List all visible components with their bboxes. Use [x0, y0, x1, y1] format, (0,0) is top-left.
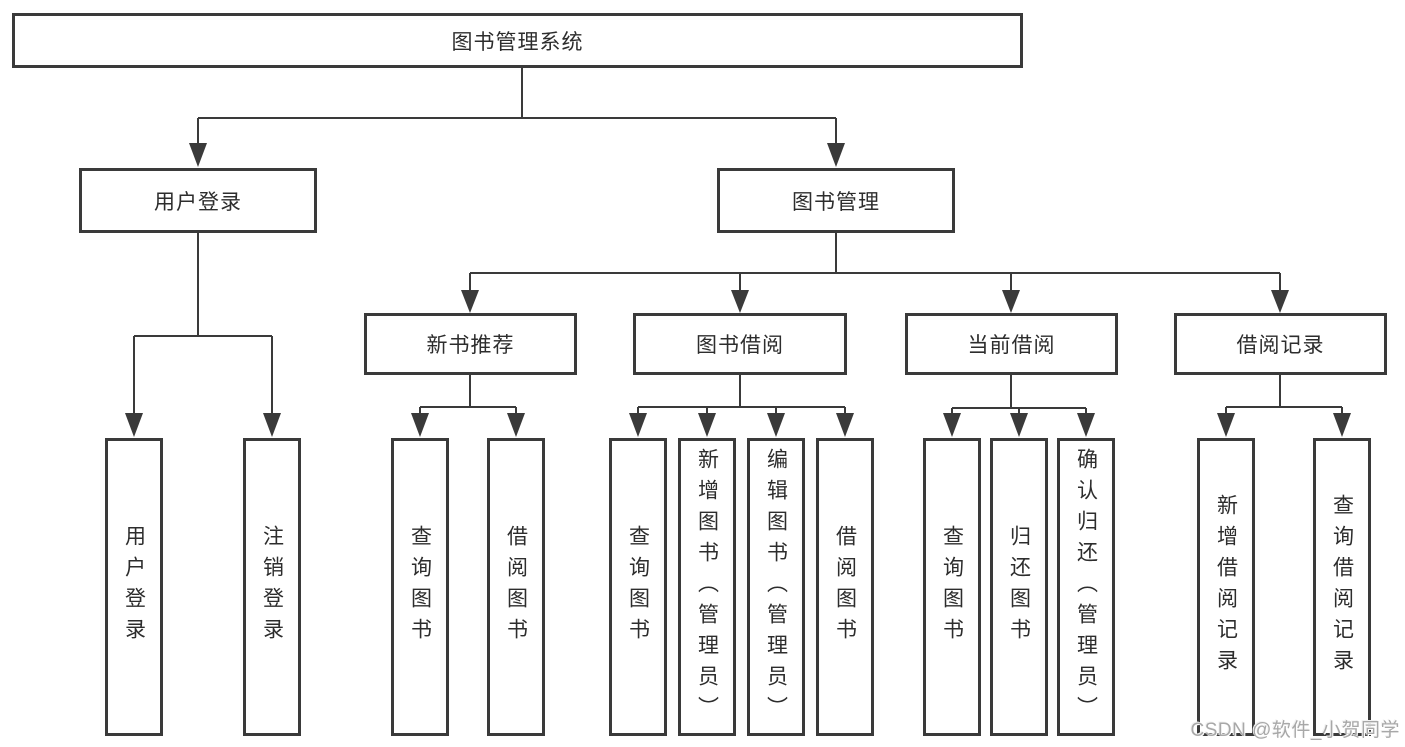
node-label: 确认归还（管理员） [1074, 447, 1098, 727]
arrowhead [767, 413, 785, 437]
arrowheads [125, 143, 1351, 437]
arrowhead [507, 413, 525, 437]
arrowhead [1002, 290, 1020, 313]
node-label: 查询图书 [626, 525, 650, 649]
arrowhead [125, 413, 143, 437]
arrowhead [411, 413, 429, 437]
arrowhead [1333, 413, 1351, 437]
arrowhead [698, 413, 716, 437]
node-label: 图书借阅 [696, 334, 784, 357]
node-label: 编辑图书（管理员） [764, 447, 788, 727]
arrowhead [1077, 413, 1095, 437]
node-user-login: 用户登录 [79, 168, 317, 233]
node-label: 图书管理系统 [451, 30, 584, 54]
node-label: 借阅图书 [833, 525, 857, 649]
connector-current-borrow-to-children [951, 375, 1087, 414]
arrowhead [943, 413, 961, 437]
node-query-borrow-record: 查询借阅记录 [1313, 438, 1371, 736]
node-library-system: 图书管理系统 [12, 13, 1023, 68]
node-logout: 注销登录 [243, 438, 301, 736]
node-return-books: 归还图书 [990, 438, 1048, 736]
arrowhead [1217, 413, 1235, 437]
arrowhead [1271, 290, 1289, 313]
connector-new-book-to-children [419, 375, 517, 414]
connector-user-login-to-children [133, 233, 273, 414]
node-book-borrow: 图书借阅 [633, 313, 847, 375]
node-label: 新增借阅记录 [1214, 494, 1238, 680]
arrowhead [263, 413, 281, 437]
arrowhead [461, 290, 479, 313]
node-book-management: 图书管理 [717, 168, 955, 233]
node-current-borrow: 当前借阅 [905, 313, 1118, 375]
node-label: 新增图书（管理员） [695, 447, 719, 727]
node-edit-books-admin: 编辑图书（管理员） [747, 438, 805, 736]
node-label: 归还图书 [1007, 525, 1031, 649]
node-label: 查询图书 [940, 525, 964, 649]
csdn-watermark: CSDN @软件_小贺同学 [1190, 720, 1400, 741]
node-add-borrow-record: 新增借阅记录 [1197, 438, 1255, 736]
node-confirm-return-admin: 确认归还（管理员） [1057, 438, 1115, 736]
arrowhead [836, 413, 854, 437]
arrowhead [827, 143, 845, 167]
node-label: 借阅图书 [504, 525, 528, 649]
node-query-books-borrow: 查询图书 [609, 438, 667, 736]
node-label: 图书管理 [792, 190, 880, 214]
node-query-books-current: 查询图书 [923, 438, 981, 736]
arrowhead [1010, 413, 1028, 437]
connector-borrow-records-to-children [1225, 375, 1343, 414]
node-query-books-recommend: 查询图书 [391, 438, 449, 736]
node-label: 注销登录 [260, 525, 284, 649]
node-borrow-books-leaf: 借阅图书 [816, 438, 874, 736]
connector-root-to-level2 [197, 68, 837, 144]
node-new-book-recommend: 新书推荐 [364, 313, 577, 375]
connector-book-management-to-children [469, 233, 1281, 291]
node-label: 借阅记录 [1236, 334, 1325, 357]
connector-book-borrow-to-children [637, 375, 846, 414]
node-borrow-books-recommend: 借阅图书 [487, 438, 545, 736]
node-add-books-admin: 新增图书（管理员） [678, 438, 736, 736]
node-user-login-leaf: 用户登录 [105, 438, 163, 736]
node-label: 查询图书 [408, 525, 432, 649]
arrowhead [629, 413, 647, 437]
arrowhead [189, 143, 207, 167]
arrowhead [731, 290, 749, 313]
node-label: 用户登录 [122, 525, 146, 649]
node-label: 新书推荐 [426, 334, 515, 357]
node-label: 用户登录 [154, 190, 242, 214]
node-label: 当前借阅 [967, 334, 1056, 357]
node-label: 查询借阅记录 [1330, 494, 1354, 680]
node-borrow-records: 借阅记录 [1174, 313, 1387, 375]
